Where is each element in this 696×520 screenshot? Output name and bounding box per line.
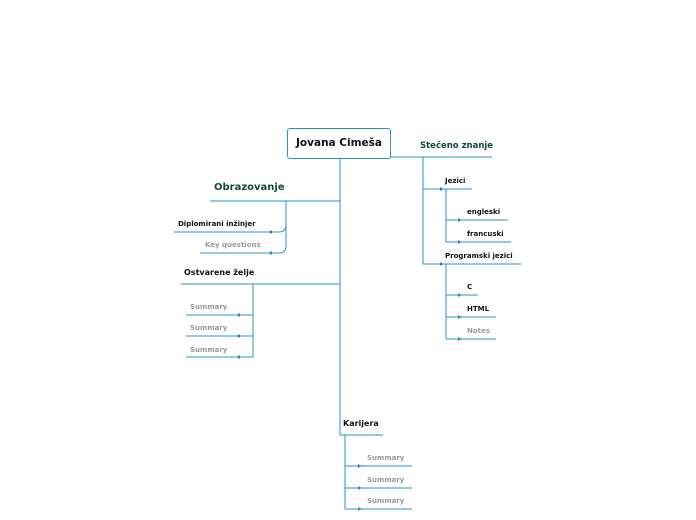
topic-steceno-znanje[interactable]: Stečeno znanje [420,141,494,151]
topic-engleski[interactable]: engleski [467,208,501,216]
connector-diplomirani [174,223,287,233]
topic-francuski[interactable]: francuski [467,230,504,238]
arrow-karijera-3 [358,507,362,511]
topic-notes[interactable]: Notes [467,327,490,335]
root-topic[interactable]: Jovana Cimeša [287,128,391,159]
topic-ostvarene-summary-3[interactable]: Summary [190,346,228,354]
topic-jezici[interactable]: Jezici [445,177,466,185]
topic-programski-jezici[interactable]: Programski jezici [445,252,513,260]
topic-ostvarene-zelje[interactable]: Ostvarene želje [184,268,255,277]
arrow-ostvarene-1 [236,313,240,317]
root-topic-label: Jovana Cimeša [296,137,382,150]
arrow-francuski [458,240,462,244]
arrow-karijera-1 [358,464,362,468]
topic-diplomirani-inzinjer[interactable]: Diplomirani inžinjer [178,220,256,228]
topic-karijera-summary-3[interactable]: Summary [367,497,405,505]
arrow-jezici [440,187,444,191]
arrow-keyquestions [268,251,272,255]
topic-html[interactable]: HTML [467,305,490,313]
arrow-c [458,293,462,297]
arrow-karijera-2 [358,486,362,490]
topic-ostvarene-summary-1[interactable]: Summary [190,303,228,311]
arrow-engleski [458,218,462,222]
arrow-programski [440,262,444,266]
topic-karijera-summary-1[interactable]: Summary [367,454,405,462]
topic-ostvarene-summary-2[interactable]: Summary [190,324,228,332]
topic-karijera[interactable]: Karijera [343,419,379,428]
trunk-obrazovanje [278,201,287,254]
arrow-ostvarene-3 [236,355,240,359]
arrow-html [458,315,462,319]
topic-c[interactable]: C [467,283,473,291]
arrow-notes [458,337,462,341]
topic-karijera-summary-2[interactable]: Summary [367,476,405,484]
arrow-ostvarene-2 [236,334,240,338]
topic-key-questions[interactable]: Key questions [205,241,261,249]
arrow-diplomirani [268,230,272,234]
topic-obrazovanje[interactable]: Obrazovanje [214,182,285,193]
